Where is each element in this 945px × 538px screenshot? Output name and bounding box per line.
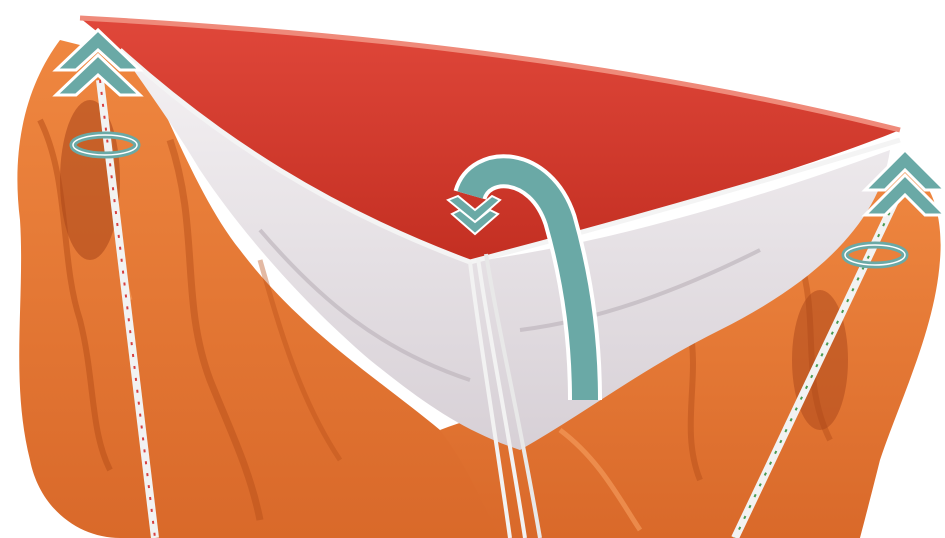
illustration-canvas: [0, 0, 945, 538]
parachute-folding-illustration: [0, 0, 945, 538]
